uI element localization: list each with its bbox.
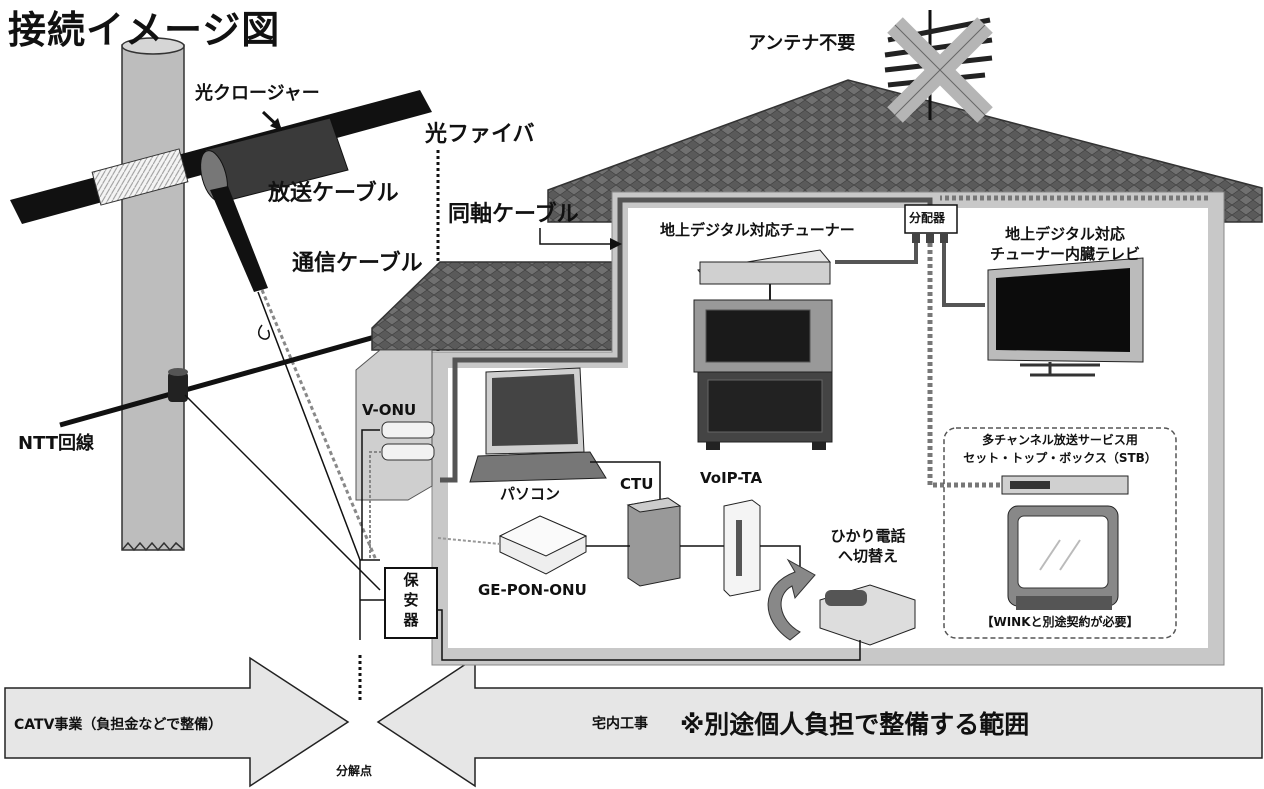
optical-closure-label: 光クロージャー bbox=[195, 83, 320, 104]
antenna-crossed bbox=[884, 10, 993, 123]
pc-label: パソコン bbox=[500, 485, 561, 503]
protector-label-3: 器 bbox=[403, 611, 419, 629]
hikari-phone-label-line2: へ切替え bbox=[837, 547, 898, 565]
v-onu-label: V-ONU bbox=[362, 401, 417, 419]
stb-device bbox=[1001, 475, 1129, 495]
ntt-line-label: NTT回線 bbox=[18, 433, 95, 454]
optical-closure-device bbox=[200, 117, 349, 203]
page-title: 接続イメージ図 bbox=[8, 8, 281, 52]
drop-cable bbox=[210, 186, 378, 561]
indoor-work-big-label: ※別途個人負担で整備する範囲 bbox=[680, 710, 1030, 739]
aerial-cable bbox=[10, 90, 432, 224]
dtv-tuner-label: 地上デジタル対応チューナー bbox=[660, 221, 855, 239]
coax-cable-label: 同軸ケーブル bbox=[448, 202, 579, 227]
crt-tv bbox=[693, 299, 833, 450]
wink-note-label: 【WINKと別途契約が必要】 bbox=[981, 615, 1139, 629]
dtv-builtin-tv-label-line1: 地上デジタル対応 bbox=[1005, 225, 1125, 243]
stb-group-box bbox=[943, 427, 1177, 639]
fax-phone bbox=[819, 584, 916, 646]
ctu-device bbox=[626, 497, 682, 587]
stb-label-line2: セット・トップ・ボックス（STB） bbox=[963, 451, 1157, 465]
indoor-work-small-label: 宅内工事 bbox=[592, 716, 648, 732]
ntt-cable bbox=[59, 327, 401, 591]
stb-tv bbox=[1007, 505, 1119, 610]
dtv-tuner bbox=[697, 249, 831, 302]
comm-cable-label: 通信ケーブル bbox=[292, 251, 423, 276]
protector-label-2: 安 bbox=[403, 591, 419, 609]
catv-business-label: CATV事業（負担金などで整備） bbox=[14, 717, 223, 733]
demarcation-label: 分解点 bbox=[336, 764, 373, 778]
voip-ta-device bbox=[723, 499, 761, 597]
voip-ta-label: VoIP-TA bbox=[700, 469, 763, 487]
splitter-label: 分配器 bbox=[909, 211, 946, 225]
antenna-unneeded-label: アンテナ不要 bbox=[748, 33, 856, 54]
utility-pole bbox=[121, 37, 185, 552]
v-onu-device bbox=[355, 349, 435, 560]
ge-pon-onu-label: GE-PON-ONU bbox=[478, 581, 587, 599]
laptop bbox=[469, 367, 607, 483]
ge-pon-onu-device bbox=[498, 515, 588, 575]
coax-cable bbox=[440, 197, 933, 483]
flat-tv bbox=[987, 257, 1144, 377]
protector-label-1: 保 bbox=[403, 571, 419, 589]
dtv-builtin-tv-label-line2: チューナー内臓テレビ bbox=[989, 245, 1140, 263]
broadcast-cable-label: 放送ケーブル bbox=[268, 181, 399, 206]
ctu-label: CTU bbox=[620, 475, 654, 493]
main-roof bbox=[547, 79, 1263, 223]
switch-arrow bbox=[767, 558, 816, 641]
hikari-phone-label-line1: ひかり電話 bbox=[830, 527, 906, 545]
protector-device bbox=[384, 567, 438, 639]
splitter-device bbox=[904, 204, 958, 243]
stb-label-line1: 多チャンネル放送サービス用 bbox=[982, 433, 1138, 447]
optical-fiber-label: 光ファイバ bbox=[425, 122, 535, 147]
catv-arrow bbox=[4, 656, 350, 788]
